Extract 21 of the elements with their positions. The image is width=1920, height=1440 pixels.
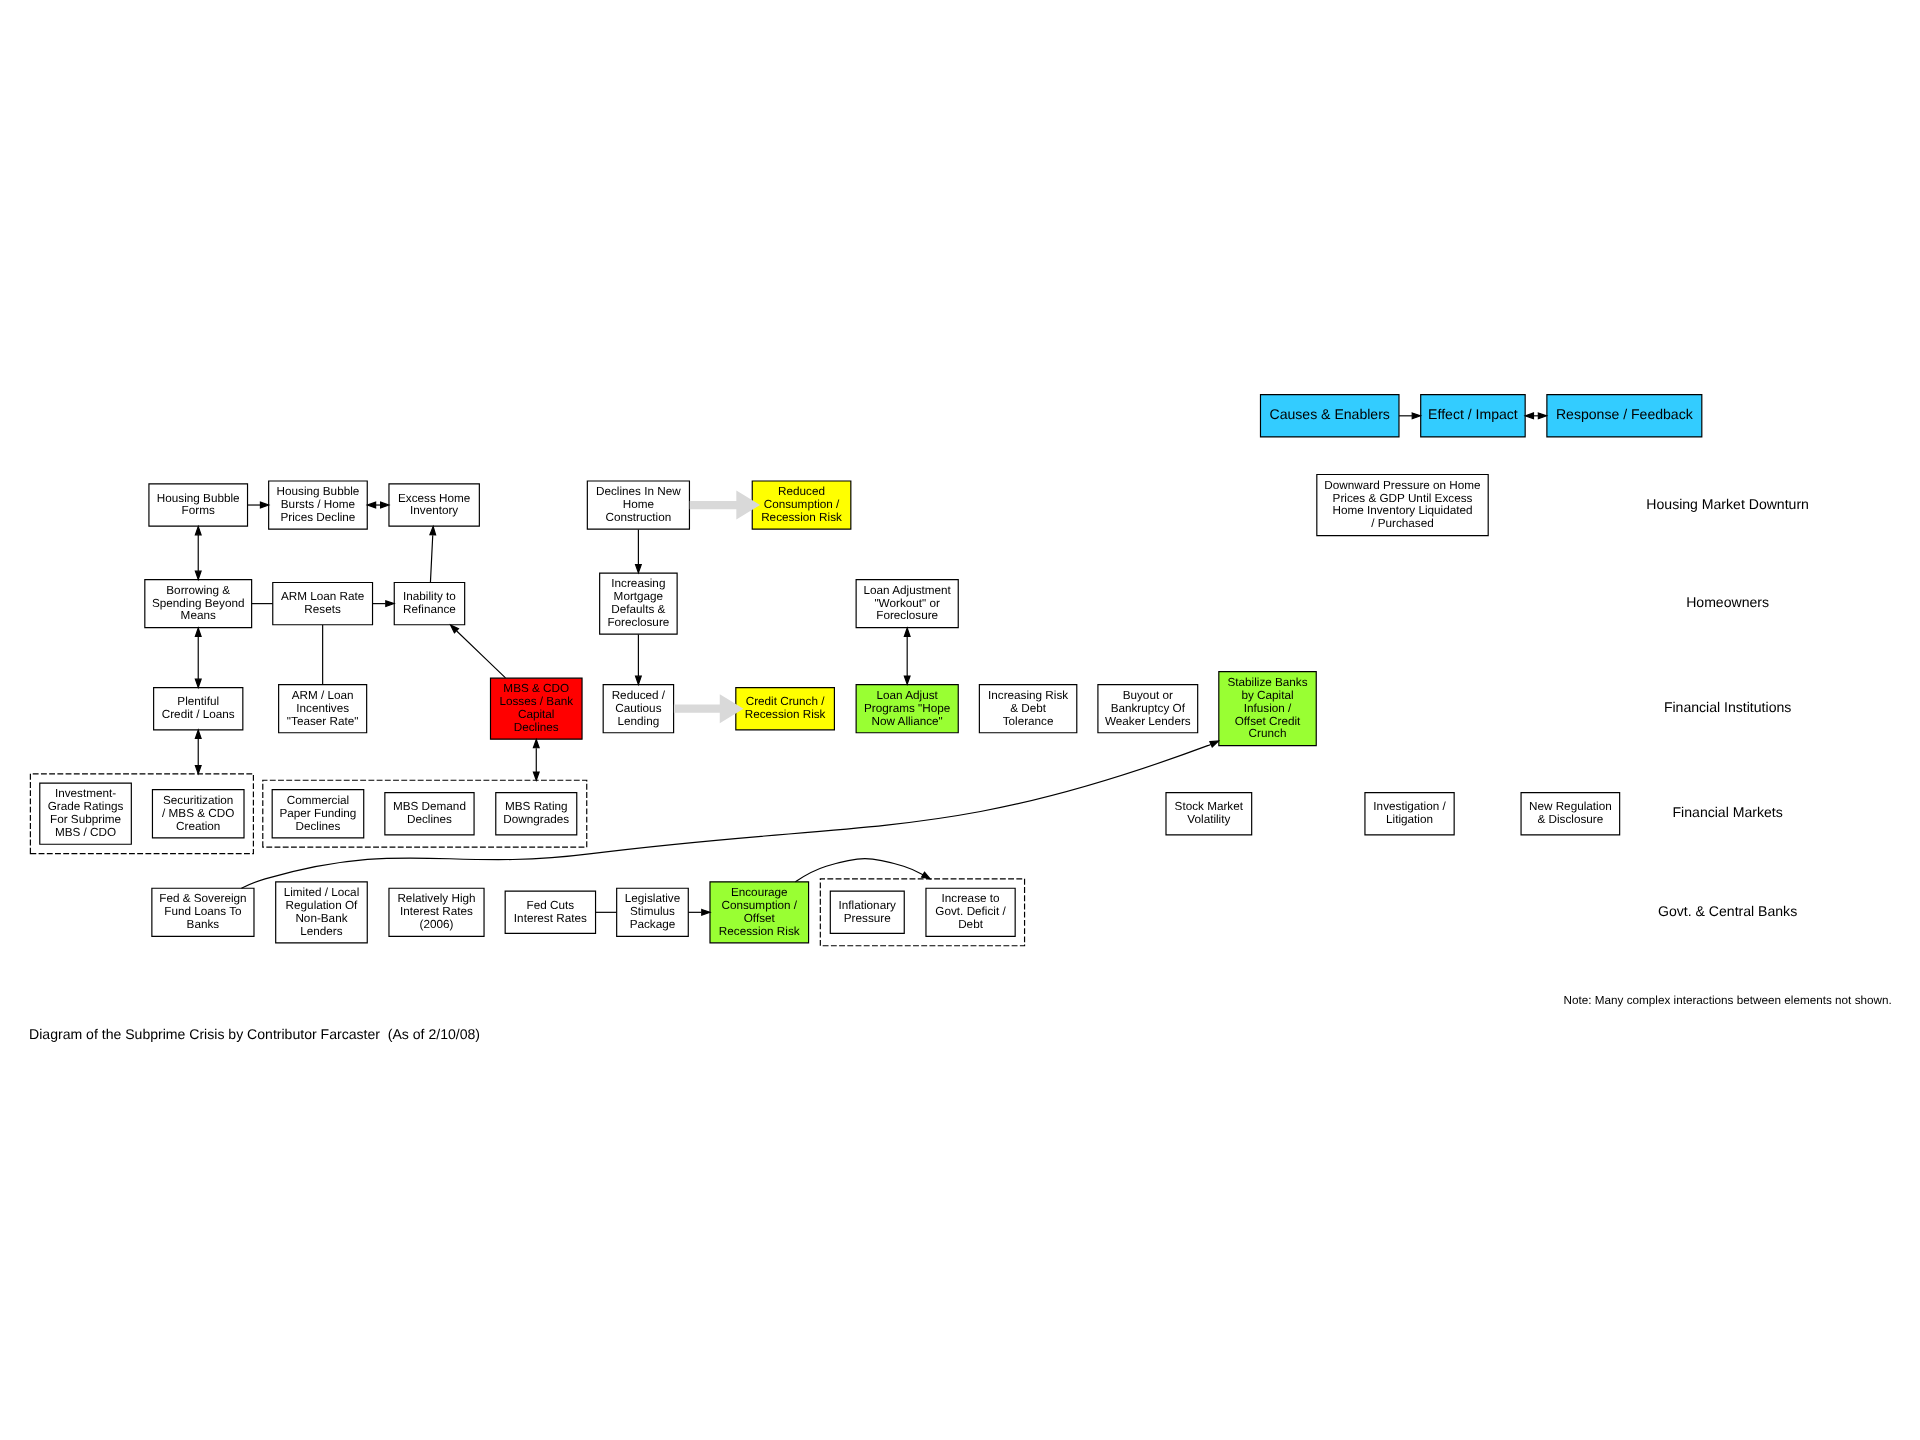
cluster xyxy=(29,772,254,854)
arrow xyxy=(247,500,271,508)
connector xyxy=(251,602,274,604)
arrow xyxy=(194,625,202,689)
arrow xyxy=(903,625,911,686)
arrow xyxy=(532,736,540,782)
arrow xyxy=(634,632,643,686)
arrow xyxy=(365,500,391,508)
arrow xyxy=(194,727,202,775)
connector xyxy=(322,623,324,684)
cluster xyxy=(819,877,1026,946)
arrow xyxy=(429,523,437,582)
arrow xyxy=(689,489,761,519)
arrow xyxy=(449,622,507,678)
connector xyxy=(595,910,618,912)
cluster xyxy=(262,778,588,847)
arrow xyxy=(794,857,932,882)
arrow xyxy=(634,527,643,574)
arrow xyxy=(673,693,744,723)
arrow xyxy=(240,739,1221,888)
arrow xyxy=(194,523,202,581)
